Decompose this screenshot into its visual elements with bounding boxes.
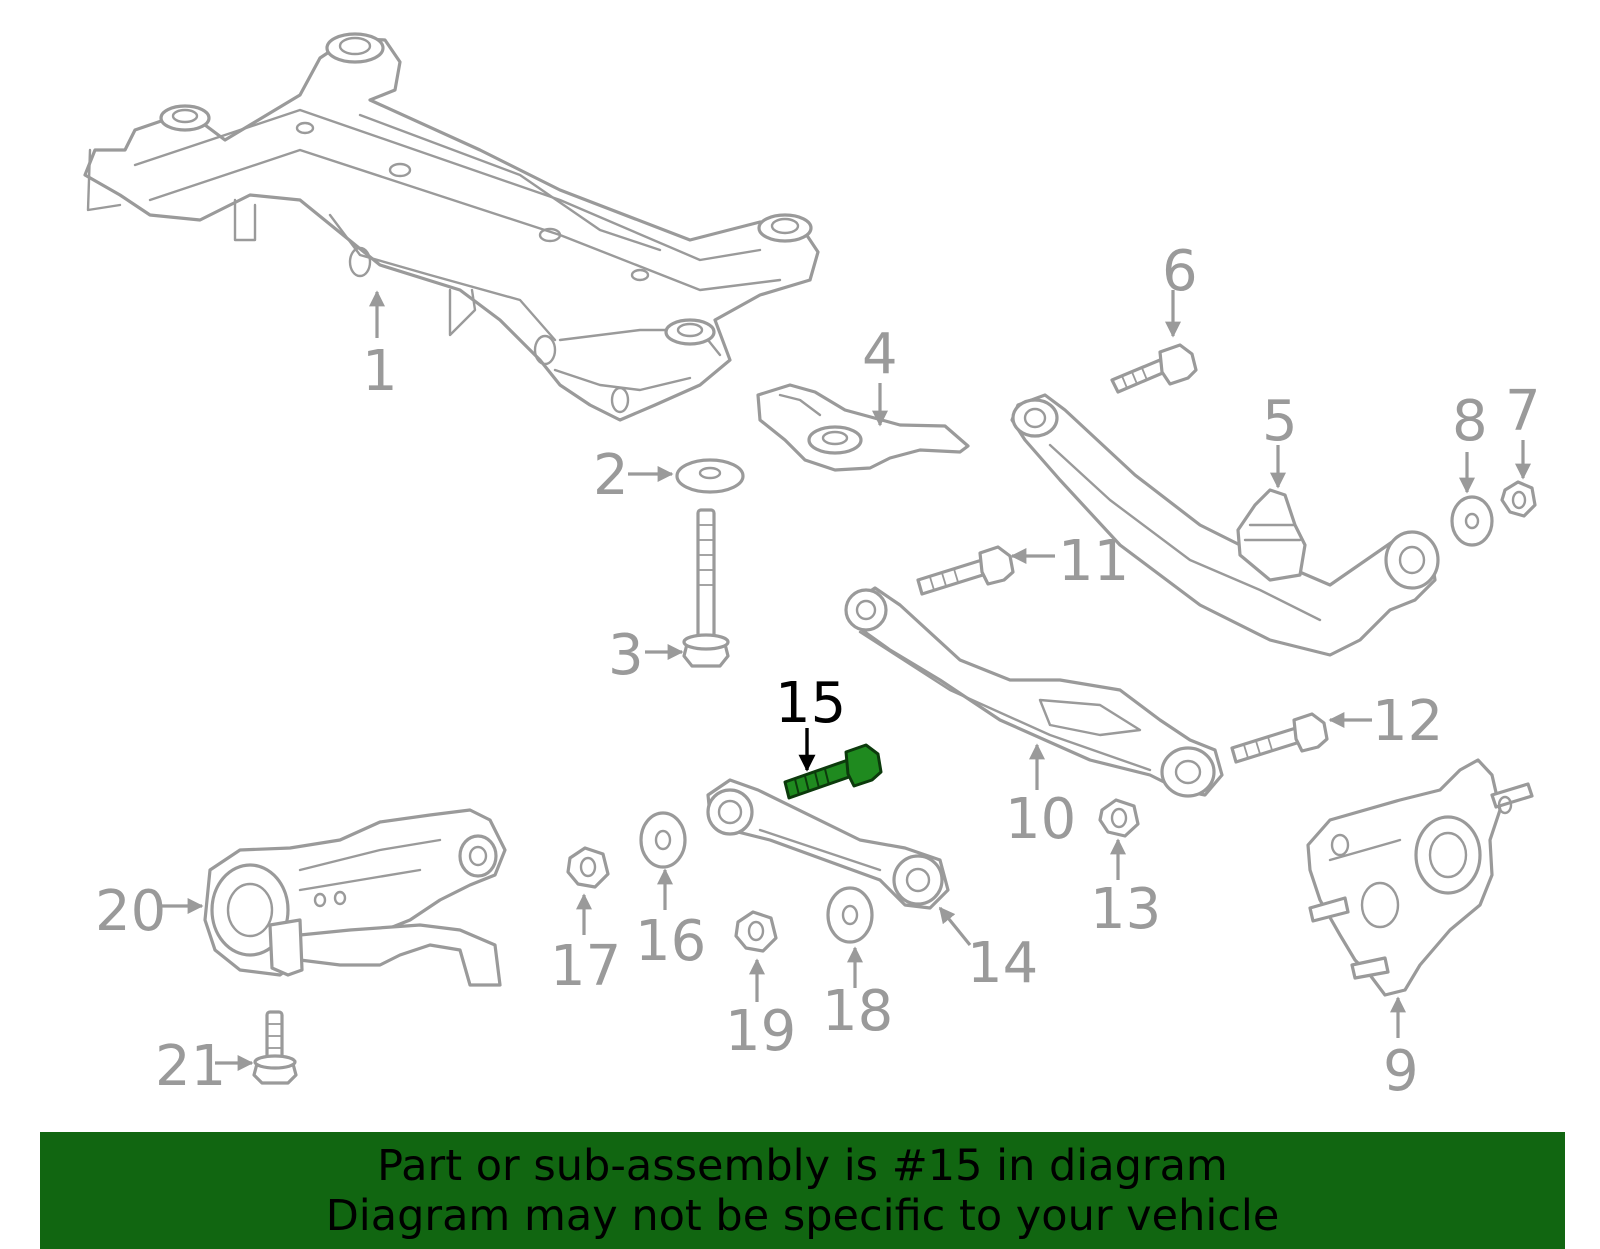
callout-1: 1 <box>362 339 398 404</box>
callout-6: 6 <box>1162 239 1198 304</box>
callout-20: 20 <box>95 879 166 944</box>
part-14-link-arm[interactable] <box>706 778 950 910</box>
part-3-bolt[interactable] <box>682 508 730 668</box>
callout-11: 11 <box>1058 529 1129 594</box>
part-4-bracket[interactable] <box>756 383 970 472</box>
part-info-banner: Part or sub-assembly is #15 in diagram D… <box>40 1132 1565 1249</box>
callout-9: 9 <box>1383 1039 1419 1104</box>
part-5-control-arm[interactable] <box>1010 393 1440 657</box>
callout-7: 7 <box>1505 379 1541 444</box>
part-6-bolt[interactable] <box>1110 343 1198 394</box>
callout-8: 8 <box>1452 389 1488 454</box>
part-9-knuckle[interactable] <box>1306 758 1534 997</box>
part-11-bolt[interactable] <box>916 545 1015 596</box>
part-18-washer[interactable] <box>826 886 874 944</box>
banner-line-2: Diagram may not be specific to your vehi… <box>325 1190 1280 1241</box>
banner-line-1: Part or sub-assembly is #15 in diagram <box>377 1140 1228 1191</box>
part-16-washer[interactable] <box>639 811 687 869</box>
callout-15: 15 <box>775 671 846 736</box>
part-17-nut[interactable] <box>566 846 610 889</box>
part-10-lower-arm[interactable] <box>844 586 1224 798</box>
part-2-washer[interactable] <box>675 458 745 494</box>
callout-21: 21 <box>155 1034 226 1099</box>
callout-17: 17 <box>550 934 621 999</box>
callout-19: 19 <box>725 999 796 1064</box>
callout-14: 14 <box>967 931 1038 996</box>
callout-10: 10 <box>1005 787 1076 852</box>
callout-12: 12 <box>1372 689 1443 754</box>
part-20-trailing-arm[interactable] <box>203 808 507 987</box>
callout-2: 2 <box>593 443 629 508</box>
part-12-bolt[interactable] <box>1230 712 1329 764</box>
part-21-bolt[interactable] <box>252 1010 298 1085</box>
callout-4: 4 <box>862 322 898 387</box>
part-13-nut[interactable] <box>1098 798 1140 838</box>
callout-13: 13 <box>1090 877 1161 942</box>
callout-3: 3 <box>608 623 644 688</box>
part-19-nut[interactable] <box>734 910 778 953</box>
part-7-nut[interactable] <box>1500 480 1537 518</box>
part-8-washer[interactable] <box>1450 495 1494 547</box>
part-15-bolt-highlighted[interactable] <box>783 743 883 800</box>
part-1-subframe[interactable] <box>83 32 820 422</box>
callout-5: 5 <box>1262 389 1298 454</box>
callout-18: 18 <box>822 979 893 1044</box>
callout-16: 16 <box>635 909 706 974</box>
exploded-parts-diagram: 1 2 3 4 6 <box>83 32 1541 1104</box>
